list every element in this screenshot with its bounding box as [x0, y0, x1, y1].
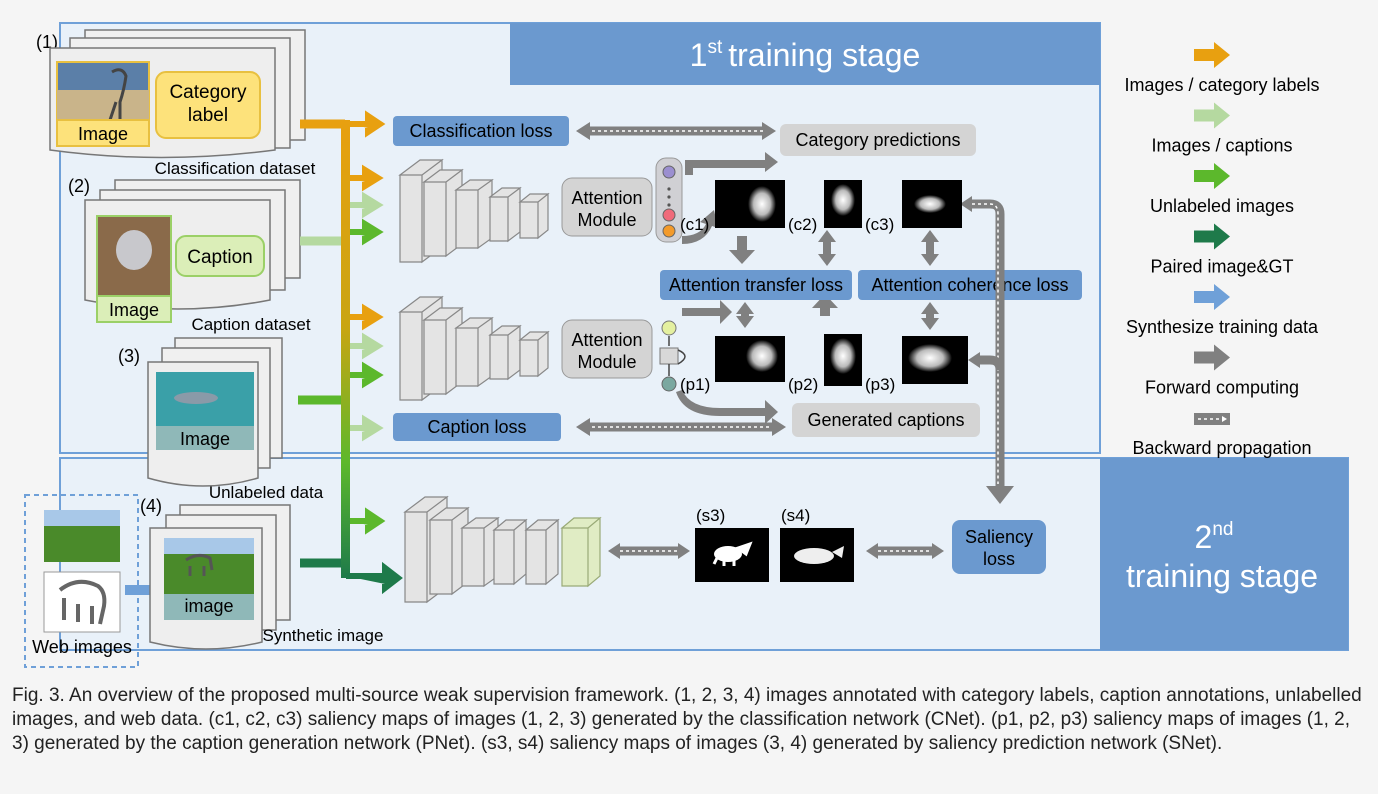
svg-text:(p2): (p2) [788, 375, 818, 394]
legend-label-5: Forward computing [1145, 378, 1299, 398]
svg-text:Caption: Caption [187, 247, 253, 268]
legend-swatch-0 [1194, 42, 1230, 68]
image-label-3: Image [180, 429, 230, 449]
first-stage-header [510, 23, 1100, 85]
classification-loss-label: Classification loss [409, 121, 552, 141]
image-label-1: Image [78, 124, 128, 144]
legend-label-6: Backward propagation [1132, 438, 1311, 458]
svg-text:loss: loss [983, 549, 1015, 569]
dataset-name-4: Synthetic image [263, 626, 384, 645]
second-stage-title-line2: training stage [1126, 558, 1318, 594]
attention-coherence-loss-box [858, 270, 1082, 300]
category-label-box [155, 71, 261, 139]
legend-label-2: Unlabeled images [1150, 196, 1294, 216]
dataset-index-4: (4) [140, 496, 162, 516]
svg-text:(s4): (s4) [781, 506, 810, 525]
forward-arrows [676, 152, 838, 424]
legend-swatch-1 [1194, 102, 1230, 129]
classification-dataset: (1) Image Category label Classification … [36, 29, 316, 178]
dolphin-icon [174, 392, 218, 404]
legend-swatch-6 [1194, 413, 1230, 425]
dataset-name-1: Classification dataset [155, 159, 316, 178]
elephant-icon [185, 553, 214, 576]
attention-transfer-loss-label: Attention transfer loss [669, 275, 843, 295]
legend-swatch-5 [1194, 344, 1230, 371]
web-images-frame [24, 494, 139, 668]
dataset-name-2: Caption dataset [191, 315, 310, 334]
attention-coherence-loss-label: Attention coherence loss [871, 275, 1068, 295]
pnet-attention-module: Attention Module [561, 319, 686, 392]
cnet-attention-module: Attention Module [561, 157, 683, 243]
saliency-maps: (c1) (c2) (c3) (p1) (p2) (p3) (s3) (s4) [680, 180, 968, 582]
svg-text:Module: Module [577, 210, 636, 230]
legend-label-1: Images / captions [1151, 136, 1292, 156]
svg-text:(s3): (s3) [696, 506, 725, 525]
lstm-node-icon [661, 320, 677, 336]
attention-transfer-loss-box [660, 270, 852, 300]
synthetic-dataset: (4) image Synthetic image [140, 496, 384, 650]
svg-text:Saliency: Saliency [965, 527, 1033, 547]
caption-label-box [175, 235, 265, 277]
svg-text:Attention: Attention [571, 330, 642, 350]
svg-text:(c2): (c2) [788, 215, 817, 234]
dataset-index-1: (1) [36, 32, 58, 52]
heron-icon [108, 68, 128, 121]
legend-swatch-4 [1194, 284, 1230, 310]
cat-icon [116, 230, 152, 270]
unlabeled-dataset: (3) Image Unlabeled data [118, 337, 324, 502]
backward-arrows [576, 122, 1014, 559]
dataset-name-3: Unlabeled data [209, 483, 324, 502]
category-predictions-label: Category predictions [795, 130, 960, 150]
svg-text:Module: Module [577, 352, 636, 372]
cnet-backbone [398, 158, 550, 264]
svg-text:(c1): (c1) [680, 215, 709, 234]
dataset-index-3: (3) [118, 346, 140, 366]
figure-caption: Fig. 3. An overview of the proposed mult… [12, 685, 1362, 754]
saliency-loss-box [952, 520, 1046, 574]
legend-label-4: Synthesize training data [1126, 317, 1319, 337]
image-label-4: image [184, 596, 233, 616]
svg-text:(p3): (p3) [865, 375, 895, 394]
legend-swatch-2 [1194, 163, 1230, 189]
generated-captions-box [792, 403, 980, 437]
caption-loss-box [393, 413, 561, 441]
svg-text:(p1): (p1) [680, 375, 710, 394]
trunk-bar [341, 120, 350, 578]
caption-loss-label: Caption loss [427, 417, 526, 437]
svg-text:Category: Category [169, 82, 247, 103]
svg-text:label: label [188, 105, 228, 126]
data-flow-arrows [298, 110, 403, 595]
caption-dataset: (2) Image Caption Caption dataset [68, 176, 311, 334]
elephant-icon [58, 579, 107, 625]
second-stage-title-line1: 2nd [1195, 519, 1234, 555]
second-stage-header [1100, 458, 1348, 650]
dataset-index-2: (2) [68, 176, 90, 196]
category-node-icon [662, 165, 676, 179]
web-images-label: Web images [32, 637, 132, 657]
generated-captions-label: Generated captions [807, 410, 964, 430]
category-predictions-box [780, 124, 976, 156]
legend-label-0: Images / category labels [1124, 75, 1319, 95]
snet-backbone [403, 495, 602, 604]
legend-swatch-3 [1194, 223, 1230, 250]
classification-loss-box [393, 116, 569, 146]
image-label-2: Image [109, 300, 159, 320]
web-images: Web images [24, 494, 165, 668]
legend-label-3: Paired image&GT [1150, 257, 1293, 277]
svg-text:Attention: Attention [571, 188, 642, 208]
svg-text:(c3): (c3) [865, 215, 894, 234]
pnet-backbone [398, 295, 550, 402]
